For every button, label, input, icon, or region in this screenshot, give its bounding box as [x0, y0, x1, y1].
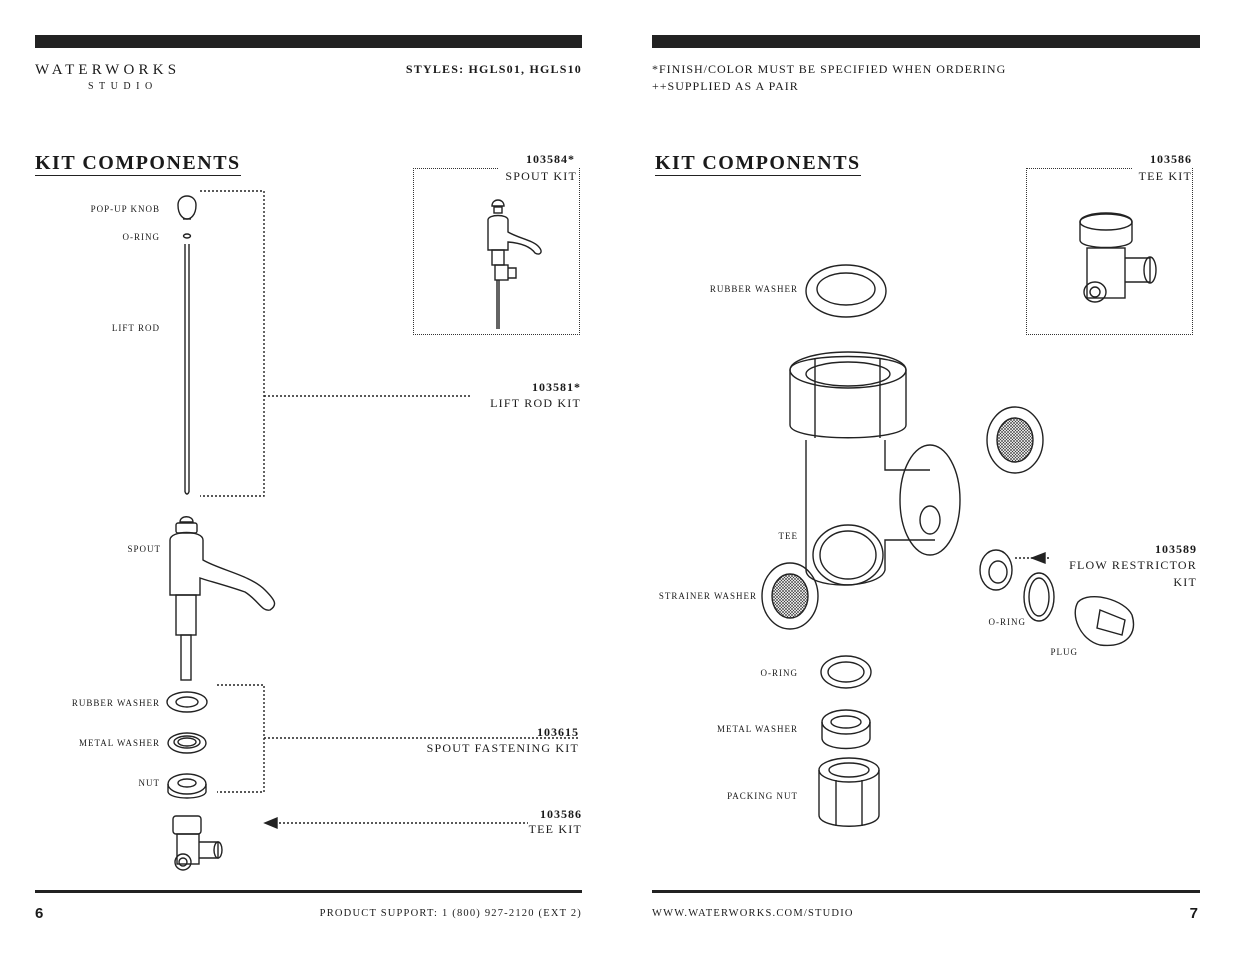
label-metal-washer-right: METAL WASHER [716, 724, 798, 734]
note-pair: ++SUPPLIED AS A PAIR [652, 79, 799, 93]
lift-rod-kit-part-number: 103581* [532, 380, 581, 394]
label-lift-rod: LIFT ROD [111, 323, 160, 333]
styles-label: STYLES: HGLS01, HGLS10 [405, 62, 582, 76]
right-header-bar [652, 35, 1200, 48]
label-o-ring-left: O-RING [760, 668, 798, 678]
label-nut: NUT [138, 778, 160, 788]
left-footer-rule [35, 890, 582, 893]
label-rubber-washer-right: RUBBER WASHER [709, 284, 798, 294]
label-spout: SPOUT [127, 544, 161, 554]
label-strainer-washer: STRAINER WASHER [658, 591, 757, 601]
brand-logo: WATERWORKS [35, 62, 181, 78]
label-o-ring: O-RING [122, 232, 160, 242]
fastening-kit-part-number: 103615 [537, 725, 579, 739]
website-url[interactable]: WWW.WATERWORKS.COM/STUDIO [652, 908, 854, 919]
lift-rod-kit-name: LIFT ROD KIT [490, 396, 581, 410]
fastening-kit-name: SPOUT FASTENING KIT [426, 741, 579, 755]
brand-logo-sub: STUDIO [88, 81, 158, 92]
spout-kit-box [413, 168, 580, 335]
product-support: PRODUCT SUPPORT: 1 (800) 927-2120 (EXT 2… [319, 908, 582, 919]
label-packing-nut: PACKING NUT [727, 791, 798, 801]
label-o-ring-right: O-RING [988, 617, 1026, 627]
right-page-number: 7 [1189, 905, 1198, 922]
note-finish: *FINISH/COLOR MUST BE SPECIFIED WHEN ORD… [652, 62, 1007, 76]
spout-kit-box-top [413, 168, 498, 169]
label-tee: TEE [778, 531, 798, 541]
label-plug: PLUG [1050, 647, 1078, 657]
label-rubber-washer: RUBBER WASHER [71, 698, 160, 708]
label-popup-knob: POP-UP KNOB [90, 204, 160, 214]
left-page-number: 6 [35, 905, 44, 922]
tee-kit-part-number-right: 103586 [1150, 152, 1192, 166]
right-page-title: KIT COMPONENTS [655, 152, 861, 176]
left-page-title: KIT COMPONENTS [35, 152, 241, 176]
flow-restrictor-name-line2: KIT [1173, 575, 1197, 589]
tee-kit-box-top [1026, 168, 1132, 169]
flow-restrictor-name-line1: FLOW RESTRICTOR [1069, 558, 1197, 572]
tee-kit-part-number-left: 103586 [540, 807, 582, 821]
spout-kit-name: SPOUT KIT [505, 169, 577, 183]
tee-kit-name-left: TEE KIT [528, 822, 582, 836]
spout-kit-part-number: 103584* [526, 152, 575, 166]
tee-kit-box [1026, 168, 1193, 335]
tee-kit-name-right: TEE KIT [1138, 169, 1192, 183]
flow-restrictor-part-number: 103589 [1155, 542, 1197, 556]
label-metal-washer: METAL WASHER [78, 738, 160, 748]
right-footer-rule [652, 890, 1200, 893]
left-header-bar [35, 35, 582, 48]
